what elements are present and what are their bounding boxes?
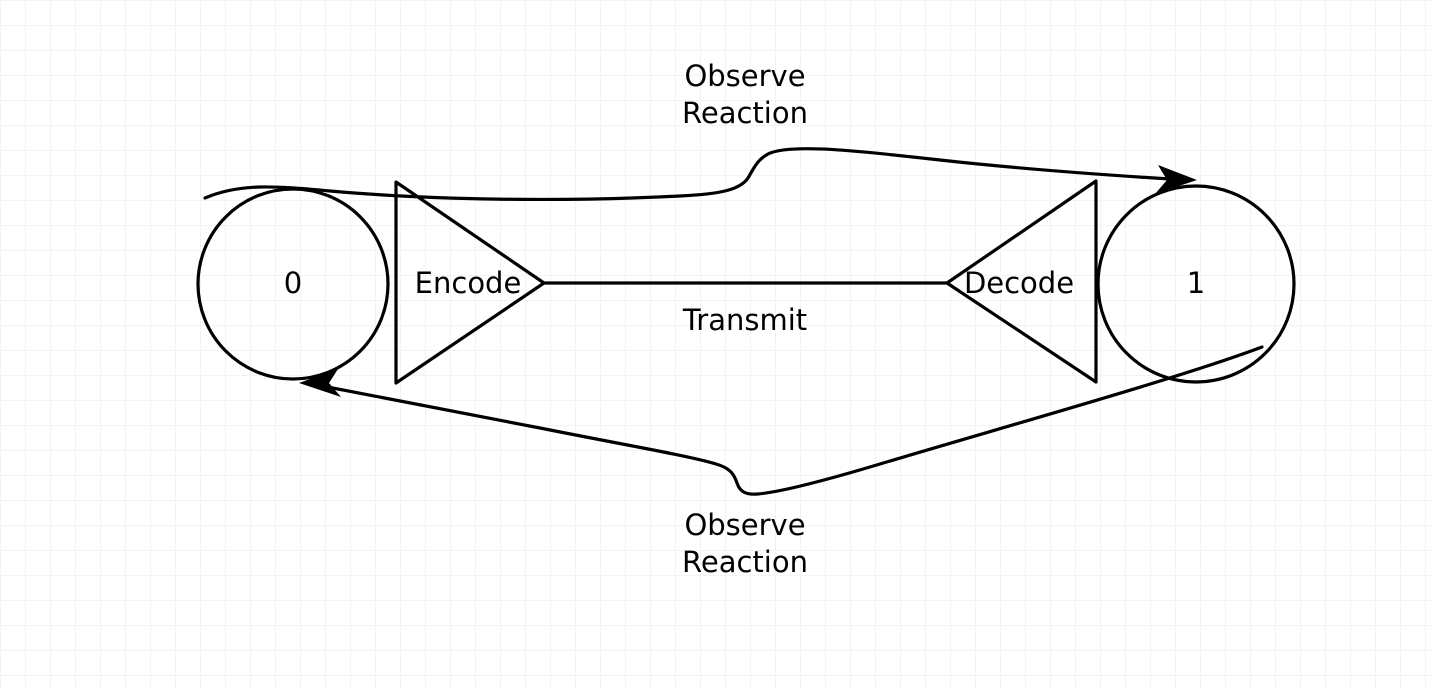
node-state-1[interactable]: 1: [1096, 184, 1296, 384]
observe-reaction-top-label: Observe Reaction: [682, 59, 808, 130]
encode-triangle: [394, 180, 546, 385]
observe-reaction-bottom-label: Observe Reaction: [682, 508, 808, 579]
edge-observe-reaction-top[interactable]: [203, 147, 1197, 202]
encode-label: Encode: [415, 266, 522, 300]
observe-reaction-top-label-line2: Reaction: [682, 96, 808, 130]
observe-reaction-bottom-label-line1: Observe: [684, 508, 805, 542]
observe-reaction-top-label-line1: Observe: [684, 59, 805, 93]
transmit-label-text: Transmit: [682, 303, 807, 337]
node-state-0[interactable]: 0: [196, 187, 390, 381]
observe-reaction-top-arrowhead: [1155, 165, 1197, 194]
edge-observe-reaction-bottom[interactable]: [299, 345, 1264, 496]
state-1-circle: [1096, 184, 1296, 384]
state-1-label: 1: [1187, 266, 1205, 300]
node-encode[interactable]: Encode: [394, 180, 546, 385]
state-0-circle: [196, 187, 390, 381]
state-0-label: 0: [284, 266, 302, 300]
decode-triangle: [945, 179, 1098, 384]
observe-reaction-bottom-line: [310, 345, 1264, 496]
transmit-label: Transmit: [682, 303, 807, 337]
decode-label: Decode: [964, 266, 1074, 300]
observe-reaction-bottom-arrowhead: [299, 369, 341, 397]
observe-reaction-top-line: [203, 147, 1188, 202]
observe-reaction-bottom-label-line2: Reaction: [682, 545, 808, 579]
node-decode[interactable]: Decode: [945, 179, 1098, 384]
